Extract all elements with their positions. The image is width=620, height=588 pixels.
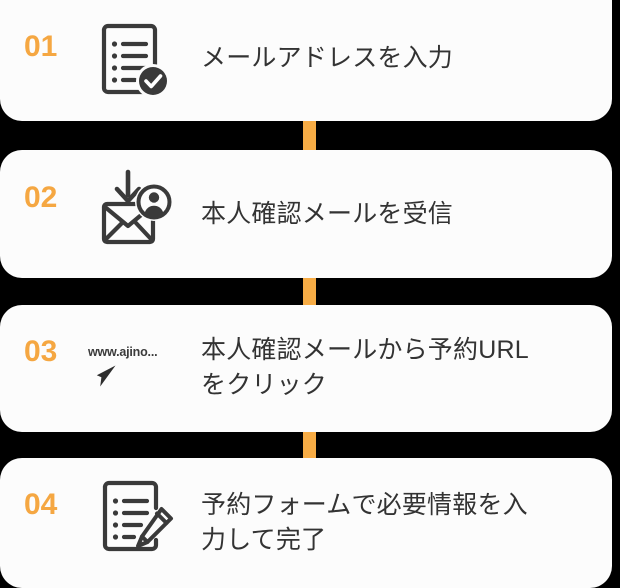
step-connector-1-2 bbox=[303, 118, 316, 153]
url-cursor-click-icon: www.ajino... bbox=[88, 343, 193, 395]
step-card-04[interactable]: 04 予約フォームで必要情報を入 力して完了 bbox=[0, 458, 612, 588]
document-form-pencil-icon bbox=[99, 478, 179, 563]
step-card-03[interactable]: 03 www.ajino... 本人確認メールから予約URL をクリック bbox=[0, 305, 612, 432]
step-number-01: 01 bbox=[24, 30, 58, 63]
step-connector-2-3 bbox=[303, 275, 316, 308]
step-number-03: 03 bbox=[24, 335, 58, 368]
step-label-03: 本人確認メールから予約URL をクリック bbox=[201, 336, 529, 399]
step-connector-3-4 bbox=[303, 429, 316, 461]
step-number-02: 02 bbox=[24, 181, 58, 214]
step-card-01[interactable]: 01 メールアドレスを入力 bbox=[0, 0, 612, 121]
step-number-04: 04 bbox=[24, 488, 58, 521]
step-label-04: 予約フォームで必要情報を入 力して完了 bbox=[201, 491, 528, 554]
url-text: www.ajino... bbox=[88, 345, 158, 359]
mouse-cursor-icon bbox=[96, 364, 193, 395]
step-card-02[interactable]: 02 本人確認メールを受信 bbox=[0, 150, 612, 278]
step-label-02: 本人確認メールを受信 bbox=[201, 200, 454, 228]
step-label-01: メールアドレスを入力 bbox=[201, 44, 454, 72]
document-checklist-check-icon bbox=[98, 22, 172, 105]
envelope-download-user-icon bbox=[96, 167, 178, 252]
